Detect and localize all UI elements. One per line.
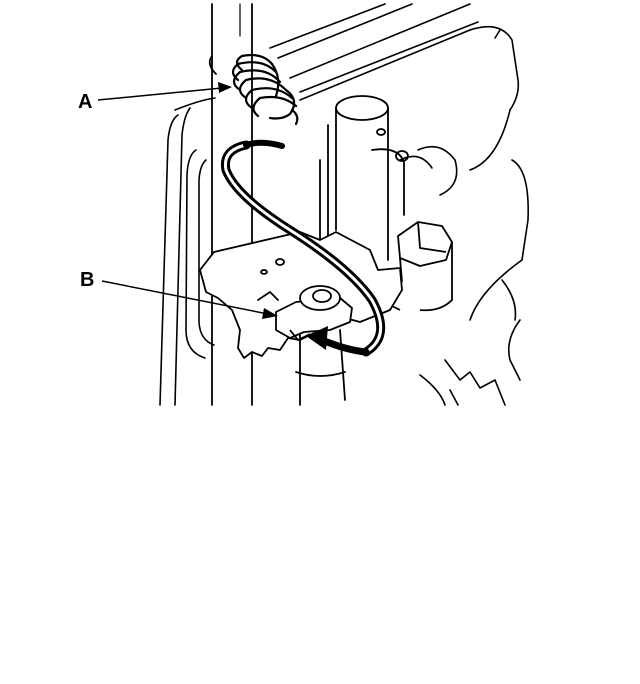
callout-a-arrowhead xyxy=(218,82,232,93)
callout-b-leader xyxy=(101,280,269,315)
coil-spring xyxy=(231,53,299,126)
callout-a-leader xyxy=(97,87,223,101)
callout-a: A xyxy=(78,82,232,113)
callout-b-arrowhead xyxy=(262,308,278,319)
center-shaft xyxy=(319,95,409,261)
callout-a-label: A xyxy=(78,91,92,113)
curved-install-arrow xyxy=(220,139,386,357)
callout-b-label: B xyxy=(80,269,94,291)
guide-rails xyxy=(269,3,479,93)
housing-outline xyxy=(159,25,529,406)
callout-b: B xyxy=(80,269,278,319)
spring-hook-tab xyxy=(275,285,353,341)
